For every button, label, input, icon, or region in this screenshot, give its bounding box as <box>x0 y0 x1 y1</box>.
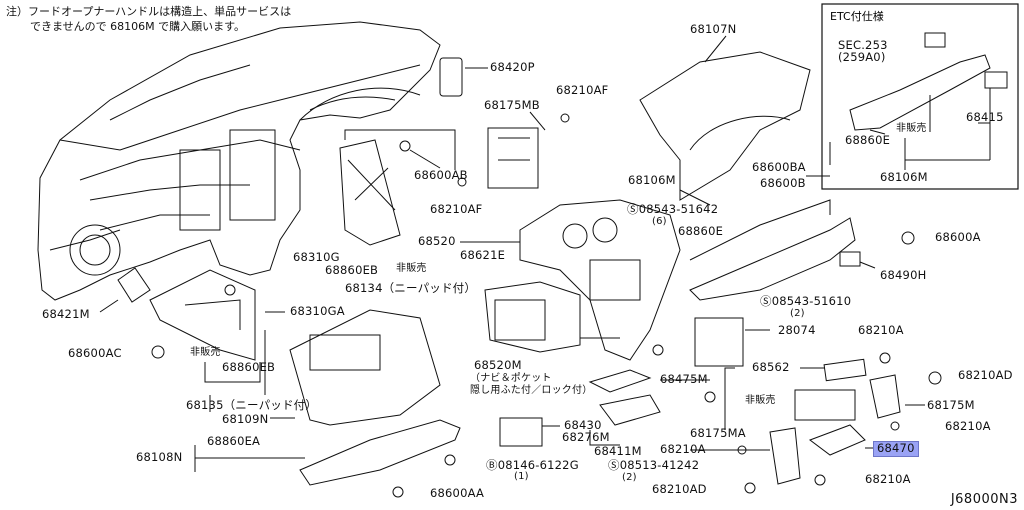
label-68470-highlighted[interactable]: 68470 <box>873 441 919 457</box>
label-68600AC: 68600AC <box>68 346 122 360</box>
label-68175MA: 68175MA <box>690 426 746 440</box>
part-68520M <box>484 281 581 353</box>
label-68475M: 68475M <box>660 372 708 386</box>
label-08513-41242: Ⓢ08513-41242 <box>608 458 700 472</box>
label-68106M: 68106M <box>628 173 676 187</box>
label-etc-68106M: 68106M <box>880 170 928 184</box>
label-hihanbai-1: 非販売 <box>396 263 427 274</box>
etc-box-frame <box>821 3 1019 190</box>
label-hihanbai-3: 非販売 <box>745 395 776 406</box>
label-08543-51610: Ⓢ08543-51610 <box>760 294 852 308</box>
part-68310G <box>339 139 401 246</box>
label-68520M-note-1: （ナビ＆ポケット <box>470 373 552 384</box>
label-68600AA: 68600AA <box>430 486 485 500</box>
label-68210AD-1: 68210AD <box>958 368 1013 382</box>
label-qty-2a: (2) <box>790 308 805 319</box>
part-68175MA <box>769 427 801 485</box>
label-68490H: 68490H <box>880 268 927 282</box>
label-68210AF-1: 68210AF <box>556 83 609 97</box>
label-68210AD-2: 68210AD <box>652 482 707 496</box>
label-68600BA: 68600BA <box>752 160 806 174</box>
label-68107N: 68107N <box>690 22 737 36</box>
label-qty-6: (6) <box>652 216 667 227</box>
service-note: 注）フードオープナーハンドルは構造上、単品サービスは できませんので 68106… <box>6 4 291 34</box>
label-68860E: 68860E <box>678 224 724 238</box>
label-etc-hihanbai: 非販売 <box>896 123 927 134</box>
part-number-08513-41242: 08513-41242 <box>619 458 700 472</box>
label-68210A-1: 68210A <box>858 323 904 337</box>
label-68600B: 68600B <box>760 176 806 190</box>
label-68420P: 68420P <box>490 60 535 74</box>
etc-panel <box>849 54 991 131</box>
label-68210A-2: 68210A <box>945 419 991 433</box>
label-qty-2b: (2) <box>622 472 637 483</box>
label-68621E: 68621E <box>460 248 506 262</box>
part-68175MB <box>487 127 539 189</box>
part-68430 <box>499 417 543 447</box>
label-68135: 68135（ニーパッド付） <box>186 398 318 412</box>
part-68106M <box>689 217 856 301</box>
part-number-08146-6122G: 08146-6122G <box>497 458 579 472</box>
part-68420P <box>439 57 463 97</box>
part-number-08543-51610: 08543-51610 <box>771 294 852 308</box>
label-68210A-4: 68210A <box>865 472 911 486</box>
label-68310GA: 68310GA <box>290 304 345 318</box>
label-68421M: 68421M <box>42 307 90 321</box>
part-68562 <box>823 358 867 382</box>
part-68276M <box>588 369 652 393</box>
part-68310GA <box>149 269 256 361</box>
label-etc-68860E: 68860E <box>845 133 891 147</box>
part-28074 <box>694 317 744 367</box>
part-68421M <box>117 267 151 303</box>
label-68860EA: 68860EA <box>207 434 261 448</box>
label-68134: 68134（ニーパッド付） <box>345 281 477 295</box>
label-68860EB-2: 68860EB <box>222 360 276 374</box>
label-68415: 68415 <box>966 110 1004 124</box>
label-68562: 68562 <box>752 360 790 374</box>
label-68520: 68520 <box>418 234 456 248</box>
part-68470 <box>808 424 866 456</box>
label-68520M: 68520M <box>474 358 522 372</box>
part-68108N <box>299 419 461 486</box>
label-hihanbai-2: 非販売 <box>190 347 221 358</box>
label-68520M-note-2: 隠し用ふた付／ロック付） <box>470 385 593 396</box>
note-line-2: できませんので 68106M で購入願います。 <box>30 20 246 33</box>
label-68109N: 68109N <box>222 412 269 426</box>
label-68175MB: 68175MB <box>484 98 540 112</box>
part-68107N <box>639 51 811 201</box>
part-68109N <box>289 309 441 426</box>
label-68310G: 68310G <box>293 250 340 264</box>
label-68210A-3: 68210A <box>660 442 706 456</box>
label-28074: 28074 <box>778 323 816 337</box>
label-qty-1: (1) <box>514 471 529 482</box>
label-68600AB: 68600AB <box>414 168 468 182</box>
dashboard-body <box>37 21 441 301</box>
part-68520 <box>519 199 681 361</box>
label-68175M: 68175M <box>927 398 975 412</box>
label-68108N: 68108N <box>136 450 183 464</box>
label-259a0: (259A0) <box>838 50 886 64</box>
label-sec-253: SEC.253 <box>838 38 888 52</box>
label-68411M: 68411M <box>594 444 642 458</box>
label-08146-6122G: Ⓑ08146-6122G <box>486 458 579 472</box>
part-number-08543-51642: 08543-51642 <box>638 202 719 216</box>
part-68175M <box>869 374 901 419</box>
label-68430: 68430 <box>564 418 602 432</box>
label-68600A: 68600A <box>935 230 981 244</box>
diagram-code: J68000N3 <box>950 492 1018 507</box>
label-68210AF-2: 68210AF <box>430 202 483 216</box>
note-line-1: 注）フードオープナーハンドルは構造上、単品サービスは <box>6 5 292 18</box>
etc-box-title: ETC付仕様 <box>830 10 884 23</box>
label-08543-51642: Ⓢ08543-51642 <box>627 202 719 216</box>
label-68276M: 68276M <box>562 430 610 444</box>
part-68411M <box>599 394 661 426</box>
label-68860EB-1: 68860EB <box>325 263 379 277</box>
